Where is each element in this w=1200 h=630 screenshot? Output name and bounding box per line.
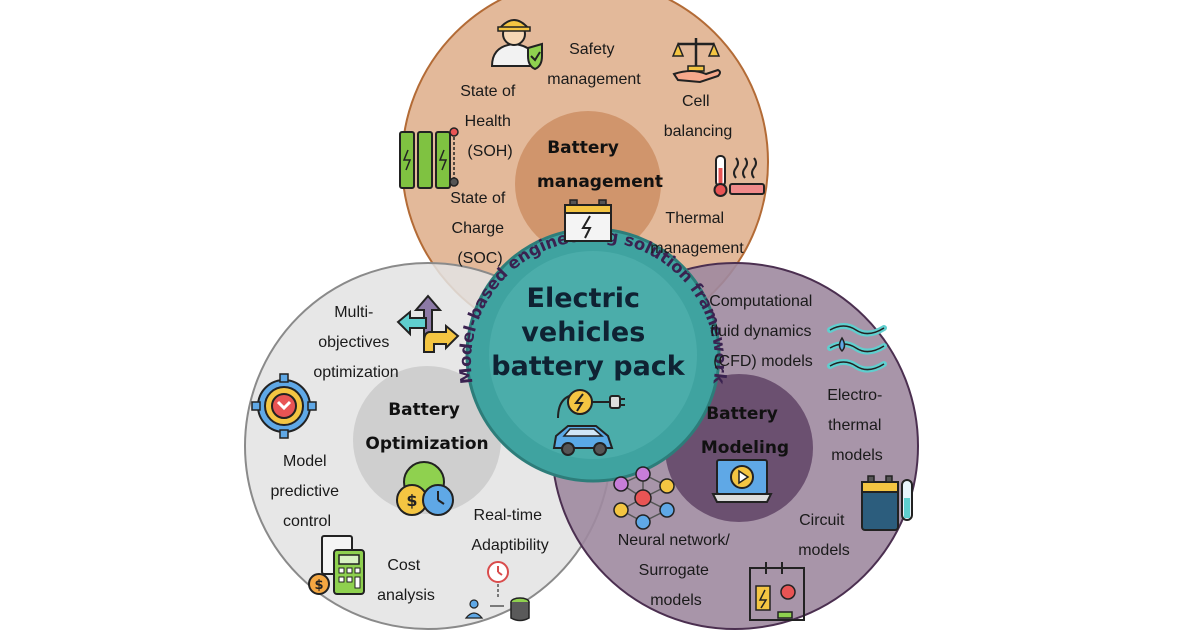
- worker-shield-icon: [490, 19, 543, 71]
- electro-thermal-label: Electro- thermal models: [827, 387, 887, 464]
- battery-tube-icon: [861, 475, 913, 531]
- thermal-management-label: Thermal management: [650, 210, 744, 257]
- multi-objectives-label: Multi- objectives optimization: [313, 304, 398, 381]
- electric-car-plug-icon: [552, 389, 625, 456]
- optimization-hub-title: Battery Optimization: [365, 400, 488, 454]
- calculator-coins-icon: $: [308, 535, 365, 595]
- soc-label: State of Charge (SOC): [450, 190, 510, 267]
- svg-text:$: $: [406, 491, 417, 510]
- modeling-hub-title: Battery Modeling: [701, 404, 789, 458]
- cfd-models-label: Computational fluid dynamics (CFD) model…: [709, 293, 817, 370]
- battery-management-hub: [515, 111, 661, 257]
- svg-text:$: $: [314, 578, 323, 593]
- cell-balancing-label: Cell balancing: [664, 93, 733, 140]
- management-hub-title: Battery management: [537, 138, 663, 192]
- air-flow-icon: [827, 323, 887, 373]
- money-gear-icon: $: [396, 461, 454, 516]
- battery-cells-icon: [399, 127, 459, 189]
- realtime-adaptibility-label: Real-time Adaptibility: [471, 507, 548, 554]
- car-battery-icon: [564, 199, 612, 242]
- laptop-play-icon: [711, 459, 773, 503]
- neural-network-label: Neural network/ Surrogate models: [618, 532, 735, 609]
- target-gear-icon: [251, 373, 317, 439]
- neural-network-icon: [613, 466, 675, 530]
- battery-optimization-hub: [353, 366, 501, 514]
- mpc-label: Model predictive control: [271, 453, 344, 530]
- scales-hand-icon: [671, 38, 721, 84]
- clock-database-icon: [464, 561, 530, 622]
- soh-label: State of Health (SOH): [460, 83, 520, 160]
- circuit-models-label: Circuit models: [798, 512, 850, 559]
- circuit-board-icon: [749, 562, 805, 621]
- safety-management-label: Safety management: [547, 41, 641, 88]
- cost-analysis-label: Cost analysis: [377, 557, 435, 604]
- center-title: Electric vehicles battery pack: [491, 283, 686, 382]
- center-inner-glow: [489, 251, 697, 459]
- road-arrows-icon: [396, 294, 460, 353]
- heater-thermometer-icon: [713, 155, 765, 197]
